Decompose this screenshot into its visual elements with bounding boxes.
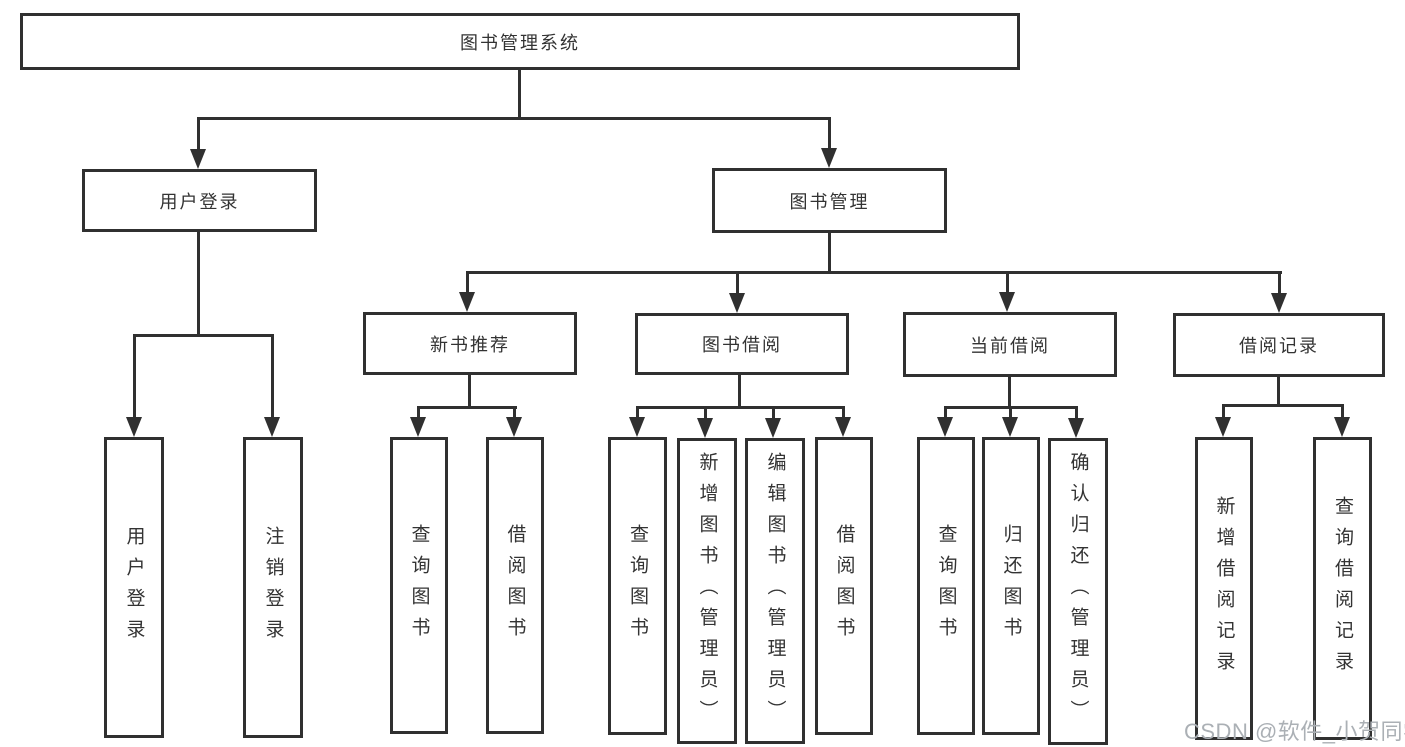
connector-line	[636, 406, 639, 419]
node-system-root: 图书管理系统	[20, 13, 1020, 70]
connector-line	[704, 406, 707, 420]
connector-line	[133, 334, 136, 419]
connector-line	[513, 406, 516, 419]
node-borrowing-records: 借阅记录	[1173, 313, 1385, 377]
connector-line	[828, 233, 831, 274]
node-label-leaf-query-books-3: 查询图书	[935, 524, 957, 648]
node-user-login-module: 用户登录	[82, 169, 317, 232]
connector-line	[1009, 406, 1012, 419]
node-leaf-confirm-return-admin: 确认归还（管理员）	[1048, 438, 1108, 745]
node-label-leaf-query-books-1: 查询图书	[408, 523, 430, 648]
connector-line	[772, 406, 775, 420]
connector-line	[738, 375, 741, 408]
connector-line	[1075, 406, 1078, 420]
node-label-leaf-edit-books-admin: 编辑图书（管理员）	[764, 451, 786, 731]
node-leaf-query-books-3: 查询图书	[917, 437, 975, 735]
node-leaf-query-books-2: 查询图书	[608, 437, 667, 735]
arrow-down-icon	[999, 292, 1015, 312]
connector-line	[271, 334, 274, 419]
connector-line	[417, 406, 420, 419]
arrow-down-icon	[1271, 293, 1287, 313]
connector-line	[518, 70, 521, 117]
arrow-down-icon	[835, 417, 851, 437]
connector-line	[736, 271, 739, 295]
node-label-book-management-module: 图书管理	[789, 191, 870, 212]
node-leaf-add-books-admin: 新增图书（管理员）	[677, 438, 737, 744]
arrow-down-icon	[729, 293, 745, 313]
node-leaf-logout: 注销登录	[243, 437, 303, 738]
connector-line	[133, 334, 274, 337]
connector-line	[468, 375, 471, 408]
node-new-book-recommend: 新书推荐	[363, 312, 577, 375]
node-label-leaf-add-borrow-record: 新增借阅记录	[1213, 495, 1235, 682]
node-label-leaf-confirm-return-admin: 确认归还（管理员）	[1067, 452, 1089, 731]
arrow-down-icon	[629, 417, 645, 437]
connector-line	[828, 117, 831, 150]
connector-line	[466, 271, 1282, 274]
node-label-leaf-borrow-books-1: 借阅图书	[504, 523, 526, 648]
arrow-down-icon	[1068, 418, 1084, 438]
arrow-down-icon	[264, 417, 280, 437]
connector-line	[944, 406, 947, 419]
node-leaf-return-books: 归还图书	[982, 437, 1040, 735]
node-book-borrowing: 图书借阅	[635, 313, 849, 375]
node-leaf-add-borrow-record: 新增借阅记录	[1195, 437, 1253, 740]
arrow-down-icon	[821, 148, 837, 168]
arrow-down-icon	[506, 417, 522, 437]
node-label-leaf-query-books-2: 查询图书	[627, 524, 648, 648]
node-label-leaf-borrow-books-2: 借阅图书	[833, 524, 855, 648]
node-label-borrowing-records: 借阅记录	[1239, 336, 1319, 356]
arrow-down-icon	[765, 418, 781, 438]
arrow-down-icon	[1215, 417, 1231, 437]
node-label-new-book-recommend: 新书推荐	[430, 334, 510, 355]
node-leaf-user-login: 用户登录	[104, 437, 164, 738]
arrow-down-icon	[1334, 417, 1350, 437]
connector-line	[1277, 377, 1280, 406]
connector-line	[1278, 271, 1281, 295]
node-label-leaf-user-login: 用户登录	[123, 525, 145, 650]
node-label-system-root: 图书管理系统	[460, 32, 580, 53]
arrow-down-icon	[459, 292, 475, 312]
connector-line	[1222, 404, 1225, 419]
node-label-user-login-module: 用户登录	[159, 191, 240, 212]
watermark: CSDN @软件_小贺同学	[1184, 719, 1405, 744]
node-label-book-borrowing: 图书借阅	[702, 335, 782, 355]
node-label-leaf-return-books: 归还图书	[1000, 524, 1022, 648]
node-leaf-borrow-books-1: 借阅图书	[486, 437, 544, 734]
node-label-leaf-add-books-admin: 新增图书（管理员）	[696, 451, 718, 731]
node-leaf-query-borrow-record: 查询借阅记录	[1313, 437, 1372, 740]
arrow-down-icon	[697, 418, 713, 438]
connector-line	[842, 406, 845, 419]
connector-line	[1341, 404, 1344, 419]
connector-line	[636, 406, 844, 409]
arrow-down-icon	[1002, 417, 1018, 437]
node-current-borrowing: 当前借阅	[903, 312, 1117, 377]
arrow-down-icon	[126, 417, 142, 437]
connector-line	[466, 271, 469, 294]
node-label-current-borrowing: 当前借阅	[970, 335, 1050, 356]
connector-line	[1222, 404, 1344, 407]
connector-line	[1008, 377, 1011, 408]
connector-line	[417, 406, 517, 409]
node-book-management-module: 图书管理	[712, 168, 947, 233]
node-label-leaf-logout: 注销登录	[262, 525, 284, 650]
arrow-down-icon	[937, 417, 953, 437]
node-label-leaf-query-borrow-record: 查询借阅记录	[1332, 495, 1353, 682]
connector-line	[197, 232, 200, 336]
node-leaf-query-books-1: 查询图书	[390, 437, 448, 734]
node-leaf-borrow-books-2: 借阅图书	[815, 437, 873, 735]
arrow-down-icon	[190, 149, 206, 169]
node-leaf-edit-books-admin: 编辑图书（管理员）	[745, 438, 805, 744]
connector-line	[197, 117, 200, 151]
connector-line	[1006, 271, 1009, 294]
connector-line	[197, 117, 831, 120]
arrow-down-icon	[410, 417, 426, 437]
